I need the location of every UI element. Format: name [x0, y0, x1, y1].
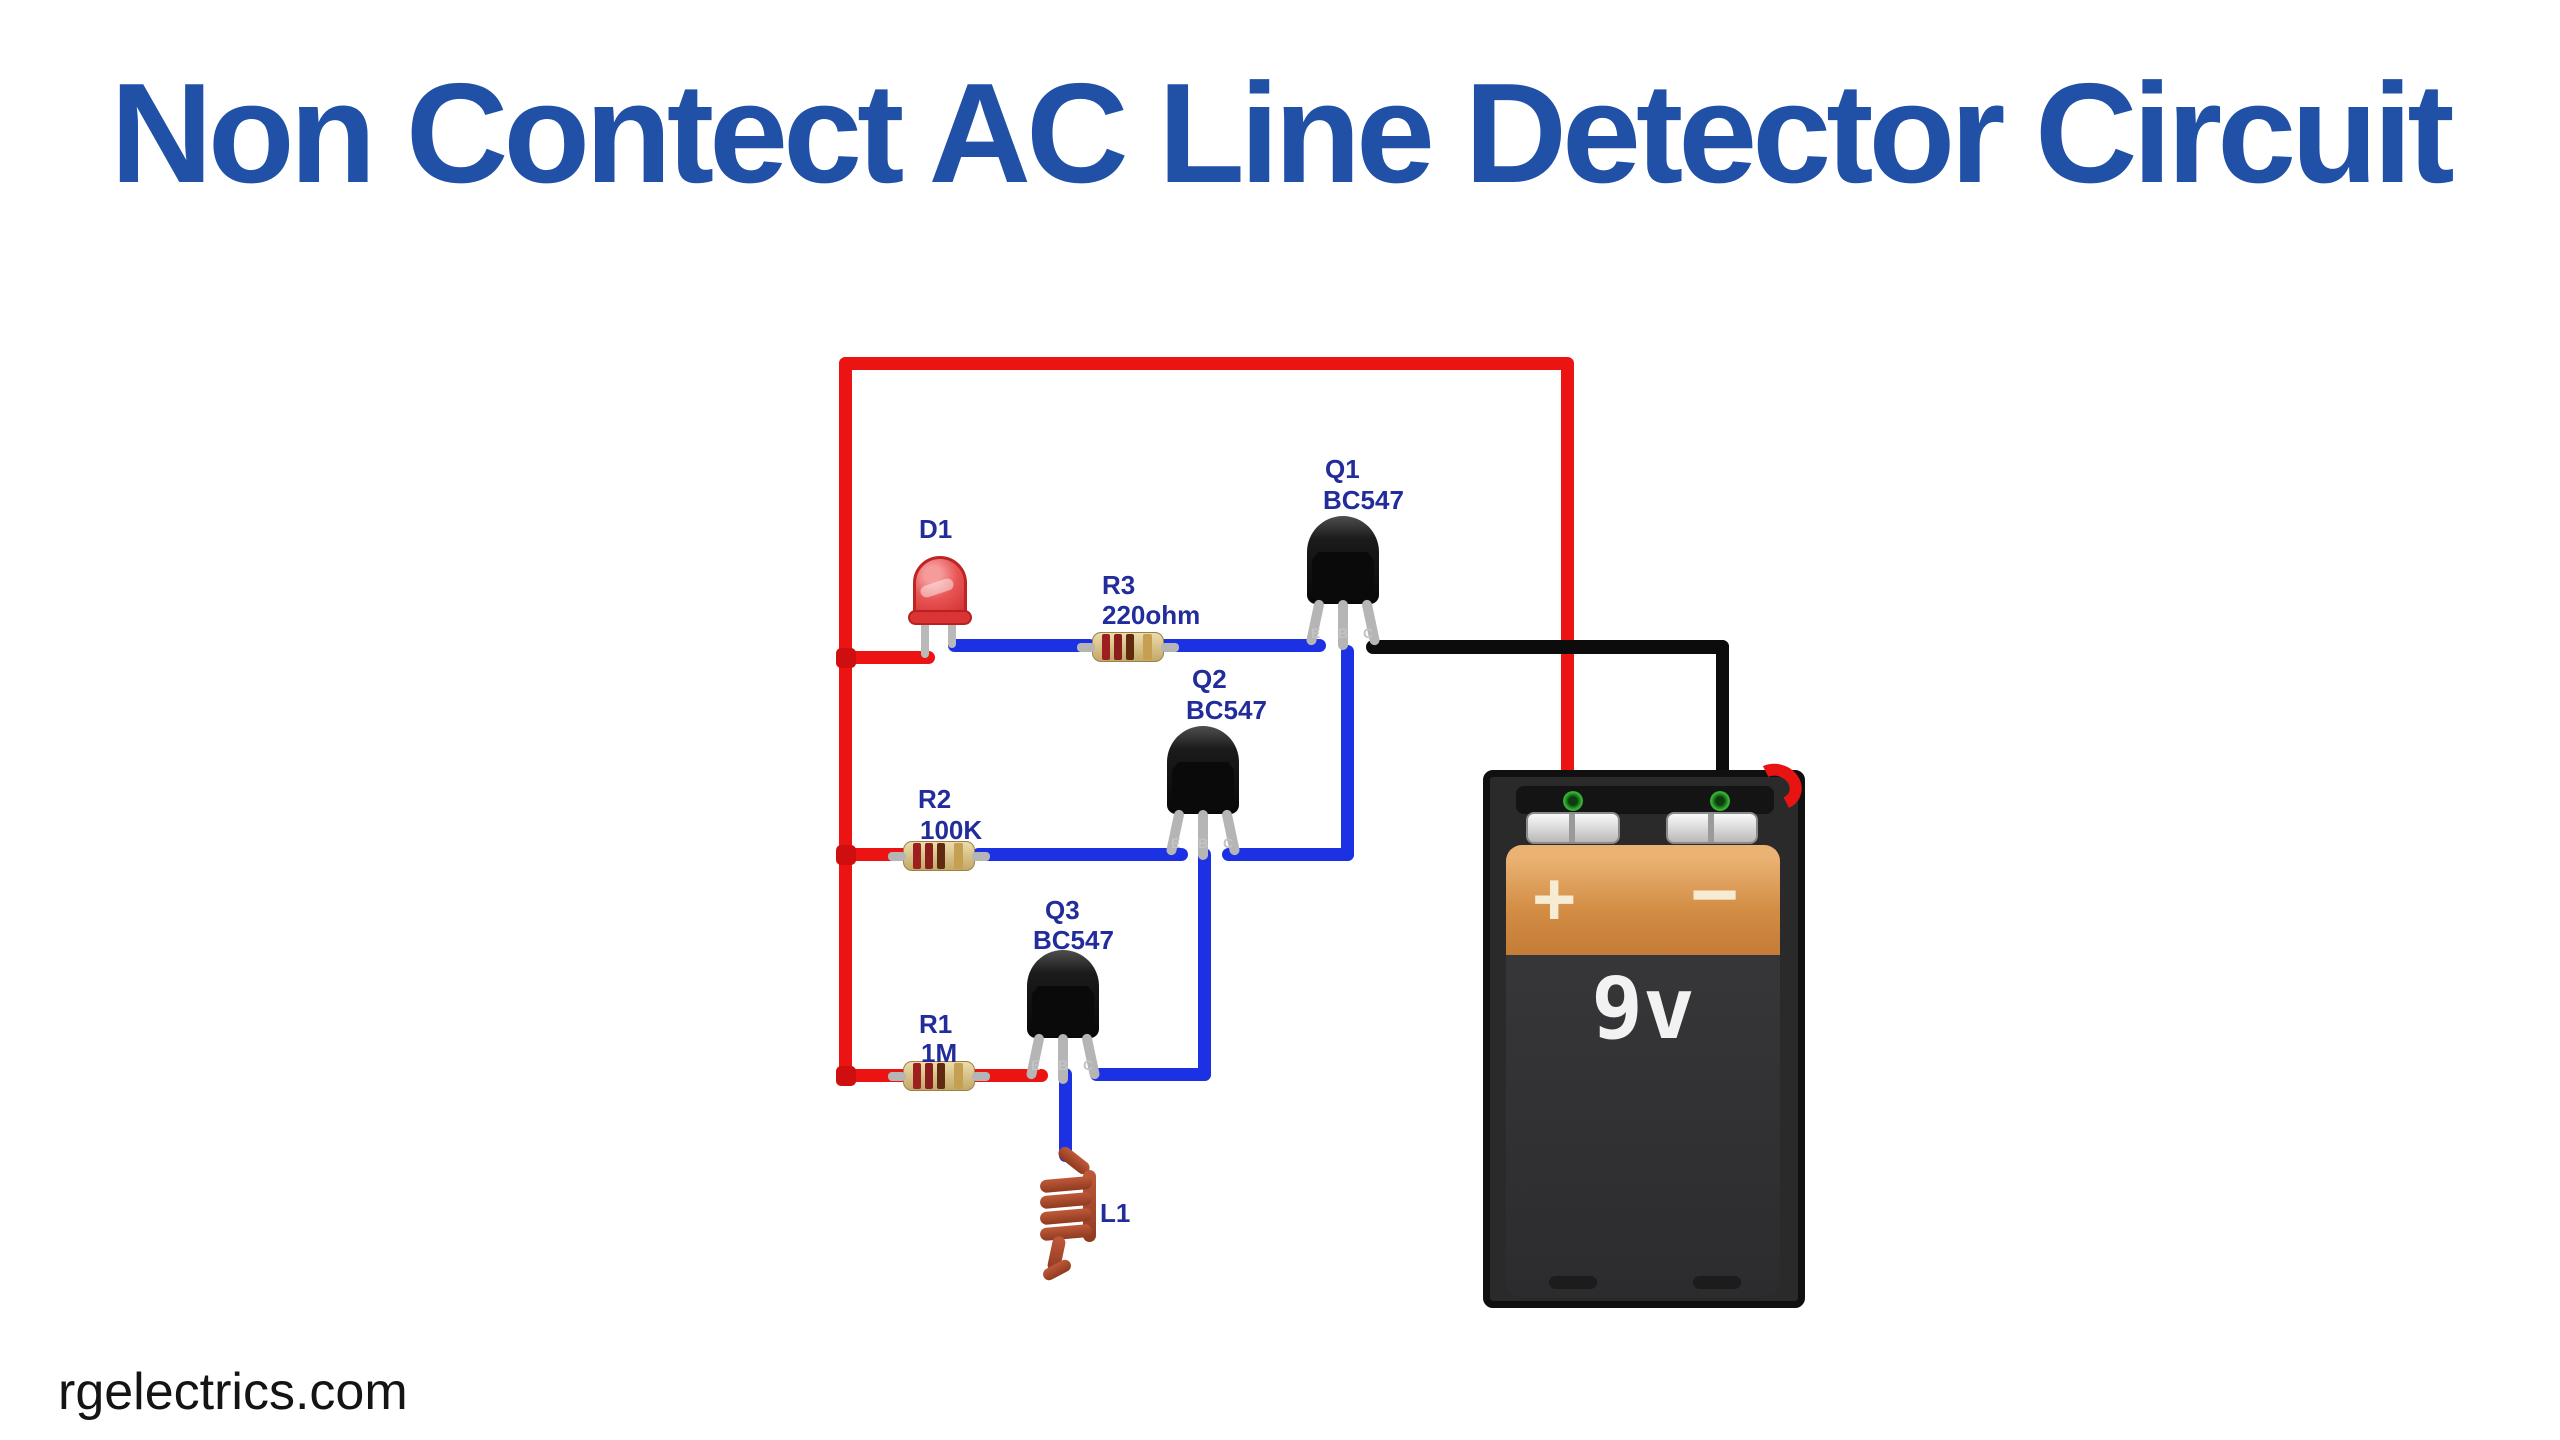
base-lead	[1058, 1034, 1068, 1084]
label-r3: R3	[1102, 570, 1136, 600]
battery-terminal-cap-positive	[1526, 812, 1620, 844]
label-q1-part: BC547	[1323, 485, 1404, 515]
blue-wire-d1-to-r3	[948, 639, 1096, 652]
label-r3-value: 220ohm	[1102, 600, 1201, 630]
label-q3: Q3	[1045, 895, 1080, 925]
transistor-q3	[1025, 950, 1101, 1090]
resistor-band	[954, 1063, 963, 1089]
resistor-r2	[888, 841, 990, 871]
battery-terminal-recess	[1516, 786, 1774, 814]
battery-slot	[1693, 1276, 1741, 1289]
label-r1: R1	[919, 1009, 953, 1039]
lead-label-c: C	[1223, 835, 1234, 851]
negative-wire-to-battery	[1716, 640, 1729, 802]
blue-wire-q3-base-to-coil	[1059, 1068, 1072, 1162]
junction-dot	[836, 1066, 856, 1086]
resistor-r1	[888, 1061, 990, 1091]
lead-label-b: B	[1198, 835, 1209, 851]
resistor-lead	[1161, 643, 1179, 652]
transistor-face	[1172, 762, 1234, 812]
watermark-url: rgelectrics.com	[58, 1363, 408, 1421]
label-r2: R2	[918, 784, 952, 814]
blue-wire-q2-base-down	[1198, 848, 1211, 1081]
led-d1	[908, 556, 972, 660]
resistor-band	[913, 843, 921, 869]
resistor-band	[954, 843, 963, 869]
resistor-r3	[1077, 632, 1179, 662]
led-lead	[921, 618, 929, 658]
base-lead	[1198, 810, 1208, 860]
resistor-band	[913, 1063, 921, 1089]
transistor-face	[1032, 986, 1094, 1036]
lead-label-c: C	[1363, 625, 1374, 641]
junction-dot	[836, 845, 856, 865]
terminal-contact-negative	[1710, 791, 1730, 811]
battery-slot	[1549, 1276, 1597, 1289]
transistor-face	[1312, 552, 1374, 602]
resistor-lead	[1077, 643, 1095, 652]
lead-label-e: E	[1031, 1057, 1041, 1073]
negative-wire-horizontal	[1366, 640, 1729, 654]
label-q3-part: BC547	[1033, 925, 1114, 955]
base-lead	[1338, 600, 1348, 650]
label-d1: D1	[919, 514, 953, 544]
blue-wire-r3-to-q1	[1154, 639, 1326, 652]
transistor-q2	[1165, 726, 1241, 866]
lead-label-b: B	[1338, 625, 1349, 641]
battery-terminal-cap-negative	[1666, 812, 1758, 844]
blue-wire-r2-to-q2	[972, 848, 1188, 861]
resistor-lead	[888, 1072, 906, 1081]
resistor-band	[937, 1063, 945, 1089]
resistor-band	[925, 843, 933, 869]
battery-voltage: 9v	[1591, 959, 1695, 1059]
label-r1-value: 1M	[921, 1038, 958, 1068]
blue-wire-q1-base-riser	[1341, 645, 1354, 861]
junction-dot	[836, 648, 856, 668]
resistor-band	[1102, 634, 1110, 660]
led-lead	[948, 618, 956, 648]
blue-wire-q3-to-riser	[1090, 1068, 1211, 1081]
positive-rail-top-wire	[839, 357, 1573, 370]
resistor-band	[1114, 634, 1122, 660]
cap-notch	[1707, 814, 1714, 842]
battery-orange-band	[1506, 845, 1780, 955]
lead-label-c: C	[1083, 1057, 1094, 1073]
page-title: Non Contect AC Line Detector Circuit	[110, 54, 2454, 213]
label-q1: Q1	[1325, 454, 1360, 484]
battery-plus-symbol: +	[1532, 857, 1577, 942]
resistor-lead	[888, 852, 906, 861]
led-flange	[908, 610, 972, 625]
label-l1: L1	[1100, 1198, 1131, 1228]
blue-wire-q2-to-riser	[1222, 848, 1354, 861]
lead-label-e: E	[1171, 835, 1181, 851]
terminal-contact-positive	[1563, 791, 1583, 811]
cap-notch	[1568, 814, 1575, 842]
resistor-band	[1143, 634, 1152, 660]
resistor-lead	[972, 1072, 990, 1081]
resistor-band	[925, 1063, 933, 1089]
battery-minus-symbol: −	[1690, 847, 1740, 941]
lead-label-e: E	[1311, 625, 1321, 641]
lead-label-b: B	[1058, 1057, 1069, 1073]
label-q2: Q2	[1192, 664, 1227, 694]
positive-rail-battery-wire	[1561, 357, 1574, 798]
label-q2-part: BC547	[1186, 695, 1267, 725]
resistor-lead	[972, 852, 990, 861]
transistor-q1	[1305, 516, 1381, 656]
resistor-band	[937, 843, 945, 869]
label-r2-value: 100K	[920, 815, 983, 845]
positive-rail-left-wire	[839, 357, 852, 1084]
resistor-band	[1126, 634, 1134, 660]
red-stub-row1	[839, 651, 935, 664]
